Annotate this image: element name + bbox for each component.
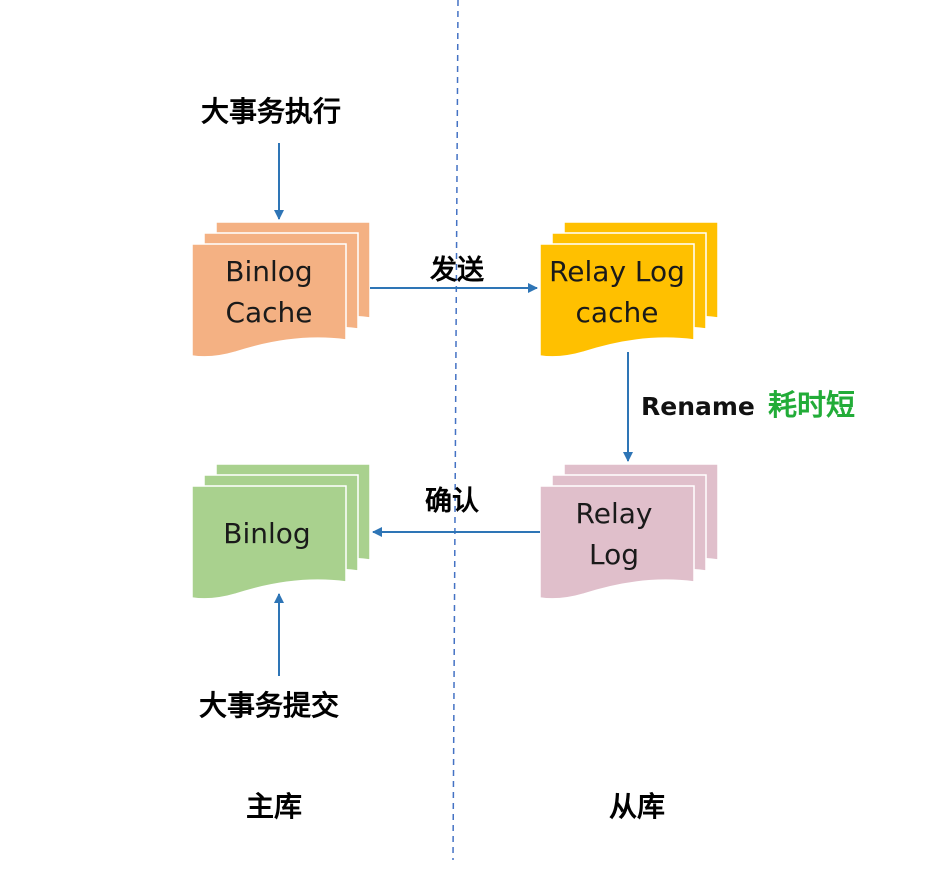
relay-cache-sheet-front <box>539 243 695 358</box>
binlog-cache-label: Binlog Cache <box>225 255 313 329</box>
relay-log-cache-doc-stack <box>539 221 719 358</box>
relay-log-label: Relay Log <box>575 497 653 571</box>
ack-label: 确认 <box>425 486 479 517</box>
rename-label: Rename <box>641 392 755 421</box>
send-label: 发送 <box>430 255 484 286</box>
binlog-label: Binlog <box>223 517 311 550</box>
master-slave-divider <box>452 0 459 861</box>
binlog-sheet-front <box>191 485 347 600</box>
binlog-cache-sheet-front <box>191 243 347 358</box>
slave-label: 从库 <box>609 790 666 823</box>
relay-log-cache-label: Relay Log cache <box>549 255 685 329</box>
relay-log-doc-stack <box>539 463 719 600</box>
master-label: 主库 <box>246 790 303 823</box>
short-time-label: 耗时短 <box>768 388 856 422</box>
big-transaction-commit-label: 大事务提交 <box>199 689 340 722</box>
big-transaction-execute-label: 大事务执行 <box>201 95 342 128</box>
binlog-cache-doc-stack <box>191 221 371 358</box>
relay-log-sheet-front <box>539 485 695 600</box>
binlog-doc-stack <box>191 463 371 600</box>
